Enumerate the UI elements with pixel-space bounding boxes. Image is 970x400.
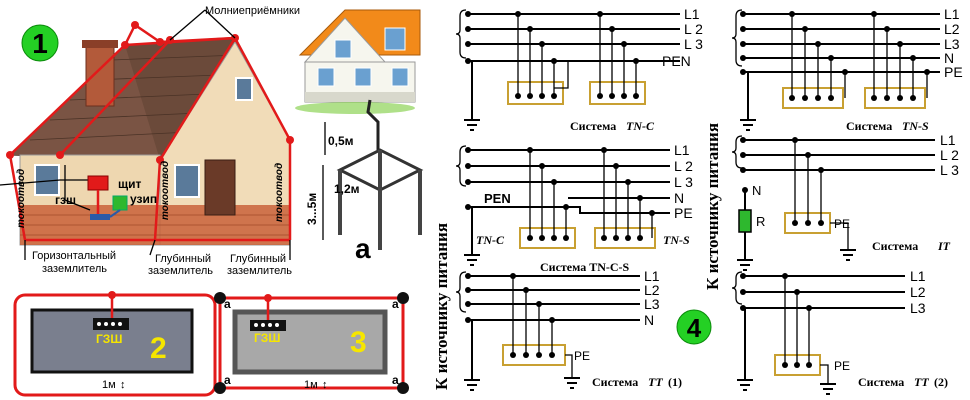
tns-caption-name: TN-S [902, 119, 929, 133]
dim-1m-2: 1м [102, 379, 116, 391]
tncs-n: N [674, 190, 684, 206]
tns-l1: L1 [944, 6, 960, 22]
surge-protector-icon [112, 195, 128, 211]
tn-s-diagram [731, 9, 940, 131]
badge-4-label: 4 [687, 313, 702, 343]
badge-4 [676, 309, 712, 345]
badge-1-label: 1 [32, 28, 48, 59]
gzsh-label-3: ГЗШ [254, 331, 280, 345]
tns-n: N [944, 50, 954, 66]
tns-l2: L2 [944, 21, 960, 37]
letter-a-label: а [355, 233, 371, 264]
badge-3: 3 [350, 326, 367, 359]
deep-earth-label-2a: Глубинный [230, 253, 286, 265]
it-diagram [731, 135, 935, 271]
corner-a-tr: а [392, 297, 399, 311]
tt1-l3: L3 [644, 296, 660, 312]
triangle-electrode [322, 99, 424, 250]
badge-1 [21, 24, 59, 62]
deep-earth-label-1a: Глубинный [155, 253, 211, 265]
it-n: N [752, 183, 761, 198]
small-house-illustration [295, 9, 421, 114]
tns-caption-prefix: Система [846, 119, 892, 133]
tt2-l3: L3 [910, 300, 926, 316]
tncs-l1: L1 [674, 142, 690, 158]
tt2-caption-suffix: (2) [934, 375, 948, 389]
tt2-pe: PE [834, 359, 850, 373]
house-illustration [8, 37, 291, 246]
badge-2: 2 [150, 332, 167, 365]
down-conductor-label-2: токоотвод [160, 161, 171, 220]
tncs-right-tag: TN-S [663, 233, 690, 247]
tnc-caption-prefix: Система [570, 119, 616, 133]
tt2-diagram [731, 271, 905, 395]
tt1-caption-name: TT [648, 375, 663, 389]
ground-loop-panel-2 [13, 291, 217, 397]
tncs-l3: L 3 [674, 174, 693, 190]
lightning-rods-label: Молниеприёмники [205, 5, 300, 17]
panel-label: щит [118, 177, 142, 191]
it-l2: L 2 [940, 147, 959, 163]
ground-loop-panel-3 [214, 292, 409, 394]
corner-a-br: а [392, 373, 399, 387]
tncs-pen-label: PEN [484, 191, 511, 206]
gzsh-label: гзш [55, 193, 76, 207]
dim-0-5m: 0,5м [328, 134, 354, 148]
tn-c-diagram [455, 9, 680, 131]
tns-pe: PE [944, 64, 963, 80]
lightning-protection-wires [6, 21, 294, 242]
tnc-l3: L 3 [684, 36, 703, 52]
it-l1: L1 [940, 132, 956, 148]
tncs-caption: Система TN-C-S [540, 260, 630, 274]
tt2-caption-prefix: Система [858, 375, 904, 389]
tt1-l2: L2 [644, 282, 660, 298]
corner-a-tl: а [224, 297, 231, 311]
tnc-caption-name: TN-C [626, 119, 655, 133]
tncs-pe: PE [674, 205, 693, 221]
dim-3-5m: 3...5м [305, 193, 319, 225]
power-source-label-right: К источнику питания [703, 123, 722, 290]
deep-earth-label-2b: заземлитель [227, 265, 292, 277]
tnc-pen: PEN [662, 53, 691, 69]
ground-wiring [0, 165, 291, 260]
gzsh-bar-icon [90, 214, 110, 220]
deep-earth-label-1b: заземлитель [148, 265, 213, 277]
tncs-l2: L 2 [674, 158, 693, 174]
tt2-caption-name: TT [914, 375, 929, 389]
dim-1m-3: 1м [304, 379, 318, 391]
it-l3: L 3 [940, 162, 959, 178]
gzsh-label-2: ГЗШ [96, 332, 122, 346]
tnc-l1: L1 [684, 6, 700, 22]
tt1-l1: L1 [644, 268, 660, 284]
tt1-caption-suffix: (1) [668, 375, 682, 389]
tt1-diagram [455, 271, 640, 391]
dim-1-2m: 1,2м [334, 182, 360, 196]
corner-a-bl: а [224, 373, 231, 387]
tt2-l2: L2 [910, 284, 926, 300]
tncs-left-tag: TN-C [476, 233, 505, 247]
it-r: R [756, 214, 765, 229]
tt1-caption-prefix: Система [592, 375, 638, 389]
distribution-panel-icon [87, 175, 109, 191]
it-caption-prefix: Система [872, 239, 918, 253]
it-pe: PE [834, 217, 850, 231]
it-caption-name: IT [937, 239, 951, 253]
down-conductor-label-3: токоотвод [274, 163, 285, 222]
horizontal-earth-label-1: Горизонтальный [32, 250, 116, 262]
power-source-label-left: К источнику питания [432, 223, 451, 390]
tnc-l2: L 2 [684, 21, 703, 37]
dim-arrow-icon-3: ↕ [322, 379, 328, 391]
rcd-label: узип [130, 192, 157, 206]
down-conductor-label-1: токоотвод [16, 169, 27, 228]
tt2-l1: L1 [910, 268, 926, 284]
tns-l3: L3 [944, 36, 960, 52]
dim-arrow-icon: ↕ [120, 379, 126, 391]
tn-c-s-diagram [455, 145, 670, 266]
tt1-n: N [644, 312, 654, 328]
tt1-pe: PE [574, 349, 590, 363]
horizontal-earth-label-2: заземлитель [42, 263, 107, 275]
